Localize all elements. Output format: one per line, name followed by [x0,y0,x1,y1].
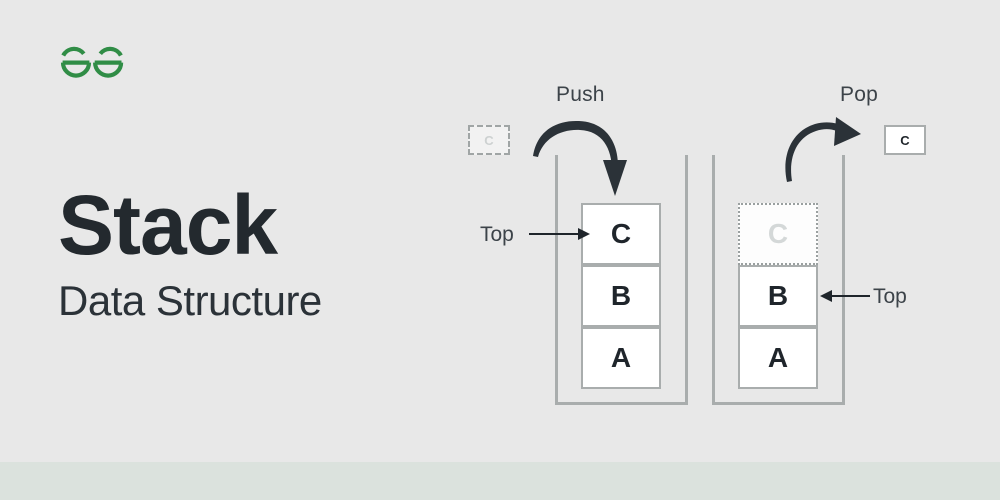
geeksforgeeks-logo-icon [58,44,128,82]
page-title: Stack [58,178,278,272]
bottom-accent-strip [0,462,1000,500]
pop-stack-cell-removed: C [738,203,818,265]
pop-caption: Pop [840,83,878,106]
pop-stack-cell-top: B [738,265,818,327]
page-subtitle: Data Structure [58,277,322,324]
push-stack-cell-bottom: A [581,327,661,389]
push-stack-container [555,155,688,405]
push-stack-cell-top: C [581,203,661,265]
push-stack-cell-middle: B [581,265,661,327]
pop-outgoing-element-box: C [884,125,926,155]
pop-top-pointer-label: Top [873,285,907,308]
push-incoming-element-box: C [468,125,510,155]
pop-stack-container [712,155,845,405]
push-caption: Push [556,83,605,106]
pop-stack-cell-bottom: A [738,327,818,389]
push-top-pointer-label: Top [480,223,514,246]
